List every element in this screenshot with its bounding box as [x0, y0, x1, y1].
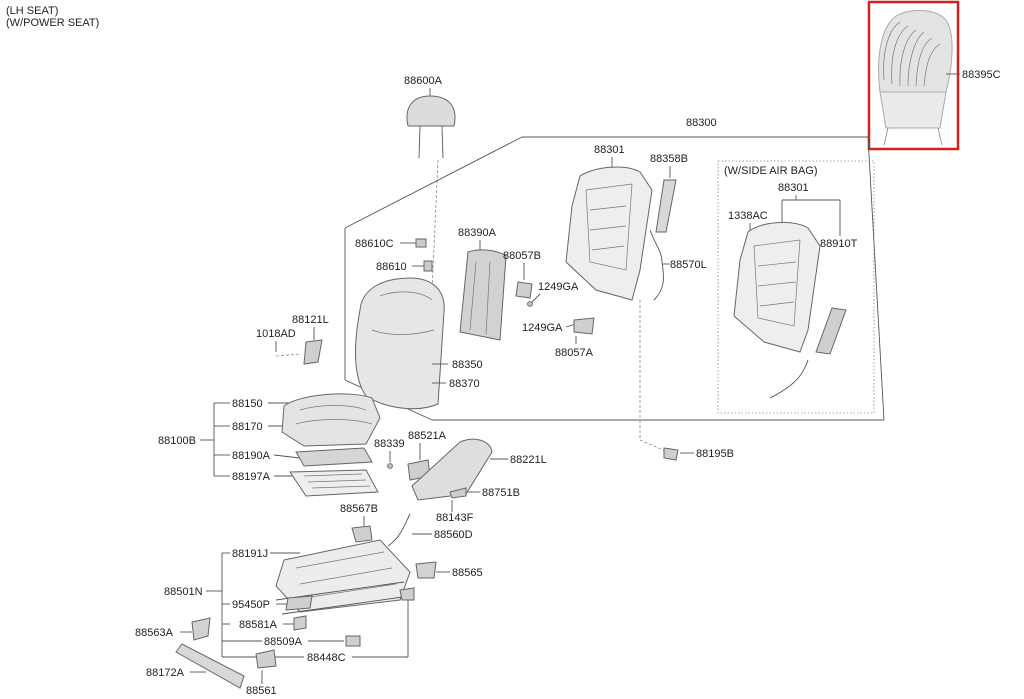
label-88521A[interactable]: 88521A [408, 430, 447, 442]
part-88448C[interactable] [399, 587, 415, 601]
label-88100B[interactable]: 88100B [158, 435, 196, 447]
label-88301[interactable]: 88301 [594, 144, 625, 156]
label-88501N[interactable]: 88501N [164, 586, 203, 598]
highlight-box [867, 0, 960, 151]
label-88610[interactable]: 88610 [376, 261, 407, 273]
label-88390A[interactable]: 88390A [458, 227, 497, 239]
part-88121L[interactable] [303, 339, 323, 365]
part-88221L-side-cover[interactable] [411, 438, 493, 501]
part-88395C-frame[interactable] [878, 10, 953, 146]
label-88358B[interactable]: 88358B [650, 153, 688, 165]
label-88370[interactable]: 88370 [449, 378, 480, 390]
side-airbag-box [717, 160, 875, 414]
part-88561[interactable] [255, 649, 277, 669]
label-88395C[interactable]: 88395C [962, 69, 1001, 81]
label-88581A[interactable]: 88581A [239, 619, 278, 631]
label-88172A[interactable]: 88172A [146, 667, 185, 679]
part-88610[interactable] [423, 260, 433, 272]
label-88570L[interactable]: 88570L [670, 259, 707, 271]
part-88150-cushion[interactable] [281, 393, 381, 447]
part-88358B[interactable] [655, 179, 677, 233]
part-88751B[interactable] [449, 487, 467, 499]
label-88197A[interactable]: 88197A [232, 471, 271, 483]
part-88910T-airbag[interactable] [815, 307, 847, 355]
label-88195B[interactable]: 88195B [696, 448, 734, 460]
label-88150[interactable]: 88150 [232, 398, 263, 410]
part-88301-airbag-frame[interactable] [733, 221, 821, 353]
part-88501N-track[interactable] [275, 539, 411, 615]
part-88301-back-frame[interactable] [565, 166, 653, 301]
label-88567B[interactable]: 88567B [340, 503, 378, 515]
label-88565[interactable]: 88565 [452, 567, 483, 579]
label-88448C[interactable]: 88448C [307, 652, 346, 664]
label-1018AD[interactable]: 1018AD [256, 328, 296, 340]
label-88190A[interactable]: 88190A [232, 450, 271, 462]
label-88300[interactable]: 88300 [686, 117, 717, 129]
label-88560D[interactable]: 88560D [434, 529, 473, 541]
part-88057A[interactable] [573, 317, 595, 335]
label-88561[interactable]: 88561 [246, 685, 277, 697]
part-88563A[interactable] [191, 617, 211, 641]
part-88339-screw[interactable] [387, 463, 393, 469]
label-88339[interactable]: 88339 [374, 438, 405, 450]
label-88057B[interactable]: 88057B [503, 250, 541, 262]
part-88390A-pad[interactable] [459, 249, 507, 341]
label-side-airbag: (W/SIDE AIR BAG) [724, 165, 818, 177]
label-88600A[interactable]: 88600A [404, 75, 443, 87]
label-88121L[interactable]: 88121L [292, 314, 329, 326]
part-88195B[interactable] [663, 447, 679, 461]
part-88570L-harness[interactable] [649, 229, 664, 301]
label-88509A[interactable]: 88509A [264, 636, 303, 648]
part-88581A[interactable] [293, 615, 307, 631]
part-88600A-headrest[interactable] [406, 95, 456, 159]
label-95450P[interactable]: 95450P [232, 599, 270, 611]
label-1249GA-a[interactable]: 1249GA [538, 281, 579, 293]
part-88197A-mat[interactable] [289, 469, 379, 497]
label-88751B[interactable]: 88751B [482, 487, 520, 499]
part-88567B[interactable] [351, 525, 373, 543]
label-88170[interactable]: 88170 [232, 421, 263, 433]
label-88563A[interactable]: 88563A [135, 627, 174, 639]
header-power-seat: (W/POWER SEAT) [6, 17, 100, 29]
part-88610C[interactable] [415, 238, 427, 248]
part-88509A[interactable] [345, 635, 361, 647]
label-88301-airbag[interactable]: 88301 [778, 182, 809, 194]
part-88560D[interactable] [387, 513, 411, 547]
header-lh-seat: (LH SEAT) [6, 5, 59, 17]
label-88350[interactable]: 88350 [452, 359, 483, 371]
part-88350-seat-back[interactable] [354, 277, 445, 410]
label-88191J[interactable]: 88191J [232, 548, 268, 560]
part-88057B[interactable] [515, 281, 533, 299]
label-88610C[interactable]: 88610C [355, 238, 394, 250]
label-1249GA-b[interactable]: 1249GA [522, 322, 563, 334]
label-88143F[interactable]: 88143F [436, 512, 474, 524]
label-88057A[interactable]: 88057A [555, 347, 594, 359]
label-1338AC[interactable]: 1338AC [728, 210, 768, 222]
part-88565[interactable] [415, 561, 437, 579]
label-88221L[interactable]: 88221L [510, 454, 547, 466]
label-88910T[interactable]: 88910T [820, 238, 858, 250]
part-88190A[interactable] [295, 447, 373, 467]
part-88172A-cover[interactable] [175, 643, 245, 689]
part-95450P[interactable] [285, 595, 313, 611]
